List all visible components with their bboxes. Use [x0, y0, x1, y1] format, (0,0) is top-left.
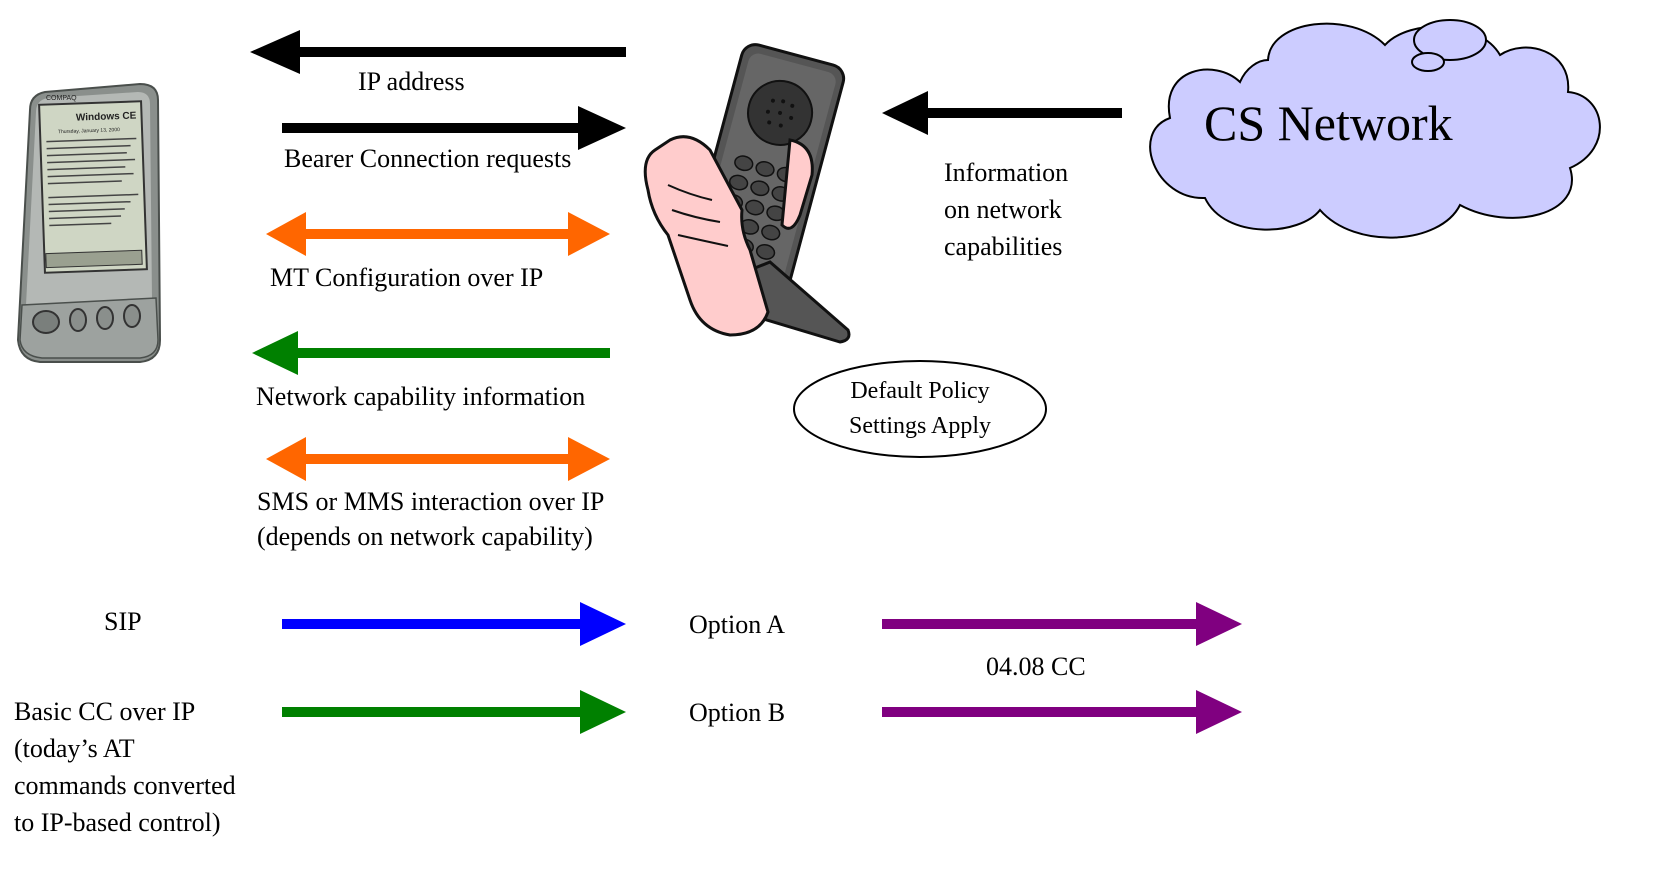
cc-0408-label: 04.08 CC [986, 652, 1086, 681]
arrow-network-capability-information [252, 331, 610, 375]
bearer-connection-label: Bearer Connection requests [284, 144, 572, 173]
info-label-line1: Information [944, 158, 1069, 187]
arrow-mt-configuration [266, 212, 610, 256]
network-capability-information-label: Network capability information [256, 382, 586, 411]
pda-brand: COMPAQ [46, 95, 77, 102]
cs-network-label: CS Network [1204, 95, 1453, 151]
arrow-basic-cc [282, 690, 626, 734]
arrow-option-b [882, 690, 1242, 734]
arrow-ip-address [250, 30, 626, 74]
cs-network-cloud [1149, 19, 1601, 239]
sms-mms-label-line1: SMS or MMS interaction over IP [257, 487, 605, 516]
info-label-line2: on network [944, 195, 1062, 224]
policy-label-line1: Default Policy [850, 378, 990, 404]
arrow-sms-mms [266, 437, 610, 481]
policy-label-line2: Settings Apply [848, 413, 992, 439]
pda-device-icon: COMPAQ Windows CE Thursday, January 13, … [16, 82, 162, 363]
mt-configuration-label: MT Configuration over IP [270, 263, 544, 292]
sip-label: SIP [104, 607, 142, 636]
mobile-phone-in-hand-icon [643, 43, 851, 344]
arrow-network-info [882, 91, 1122, 135]
pda-date: Thursday, January 13, 2000 [58, 127, 120, 135]
arrow-option-a [882, 602, 1242, 646]
basic-cc-label-line3: commands converted [14, 771, 236, 800]
pda-os-title: Windows CE [76, 110, 137, 123]
option-a-label: Option A [689, 610, 786, 639]
basic-cc-label-line4: to IP-based control) [14, 808, 221, 837]
ip-address-label: IP address [358, 67, 465, 96]
option-b-label: Option B [689, 698, 786, 727]
policy-ellipse [793, 360, 1047, 458]
info-label-line3: capabilities [944, 232, 1063, 261]
arrow-bearer-connection [282, 106, 626, 150]
sms-mms-label-line2: (depends on network capability) [257, 522, 593, 551]
arrow-sip [282, 602, 626, 646]
basic-cc-label-line1: Basic CC over IP [14, 697, 196, 726]
basic-cc-label-line2: (today’s AT [14, 734, 135, 763]
